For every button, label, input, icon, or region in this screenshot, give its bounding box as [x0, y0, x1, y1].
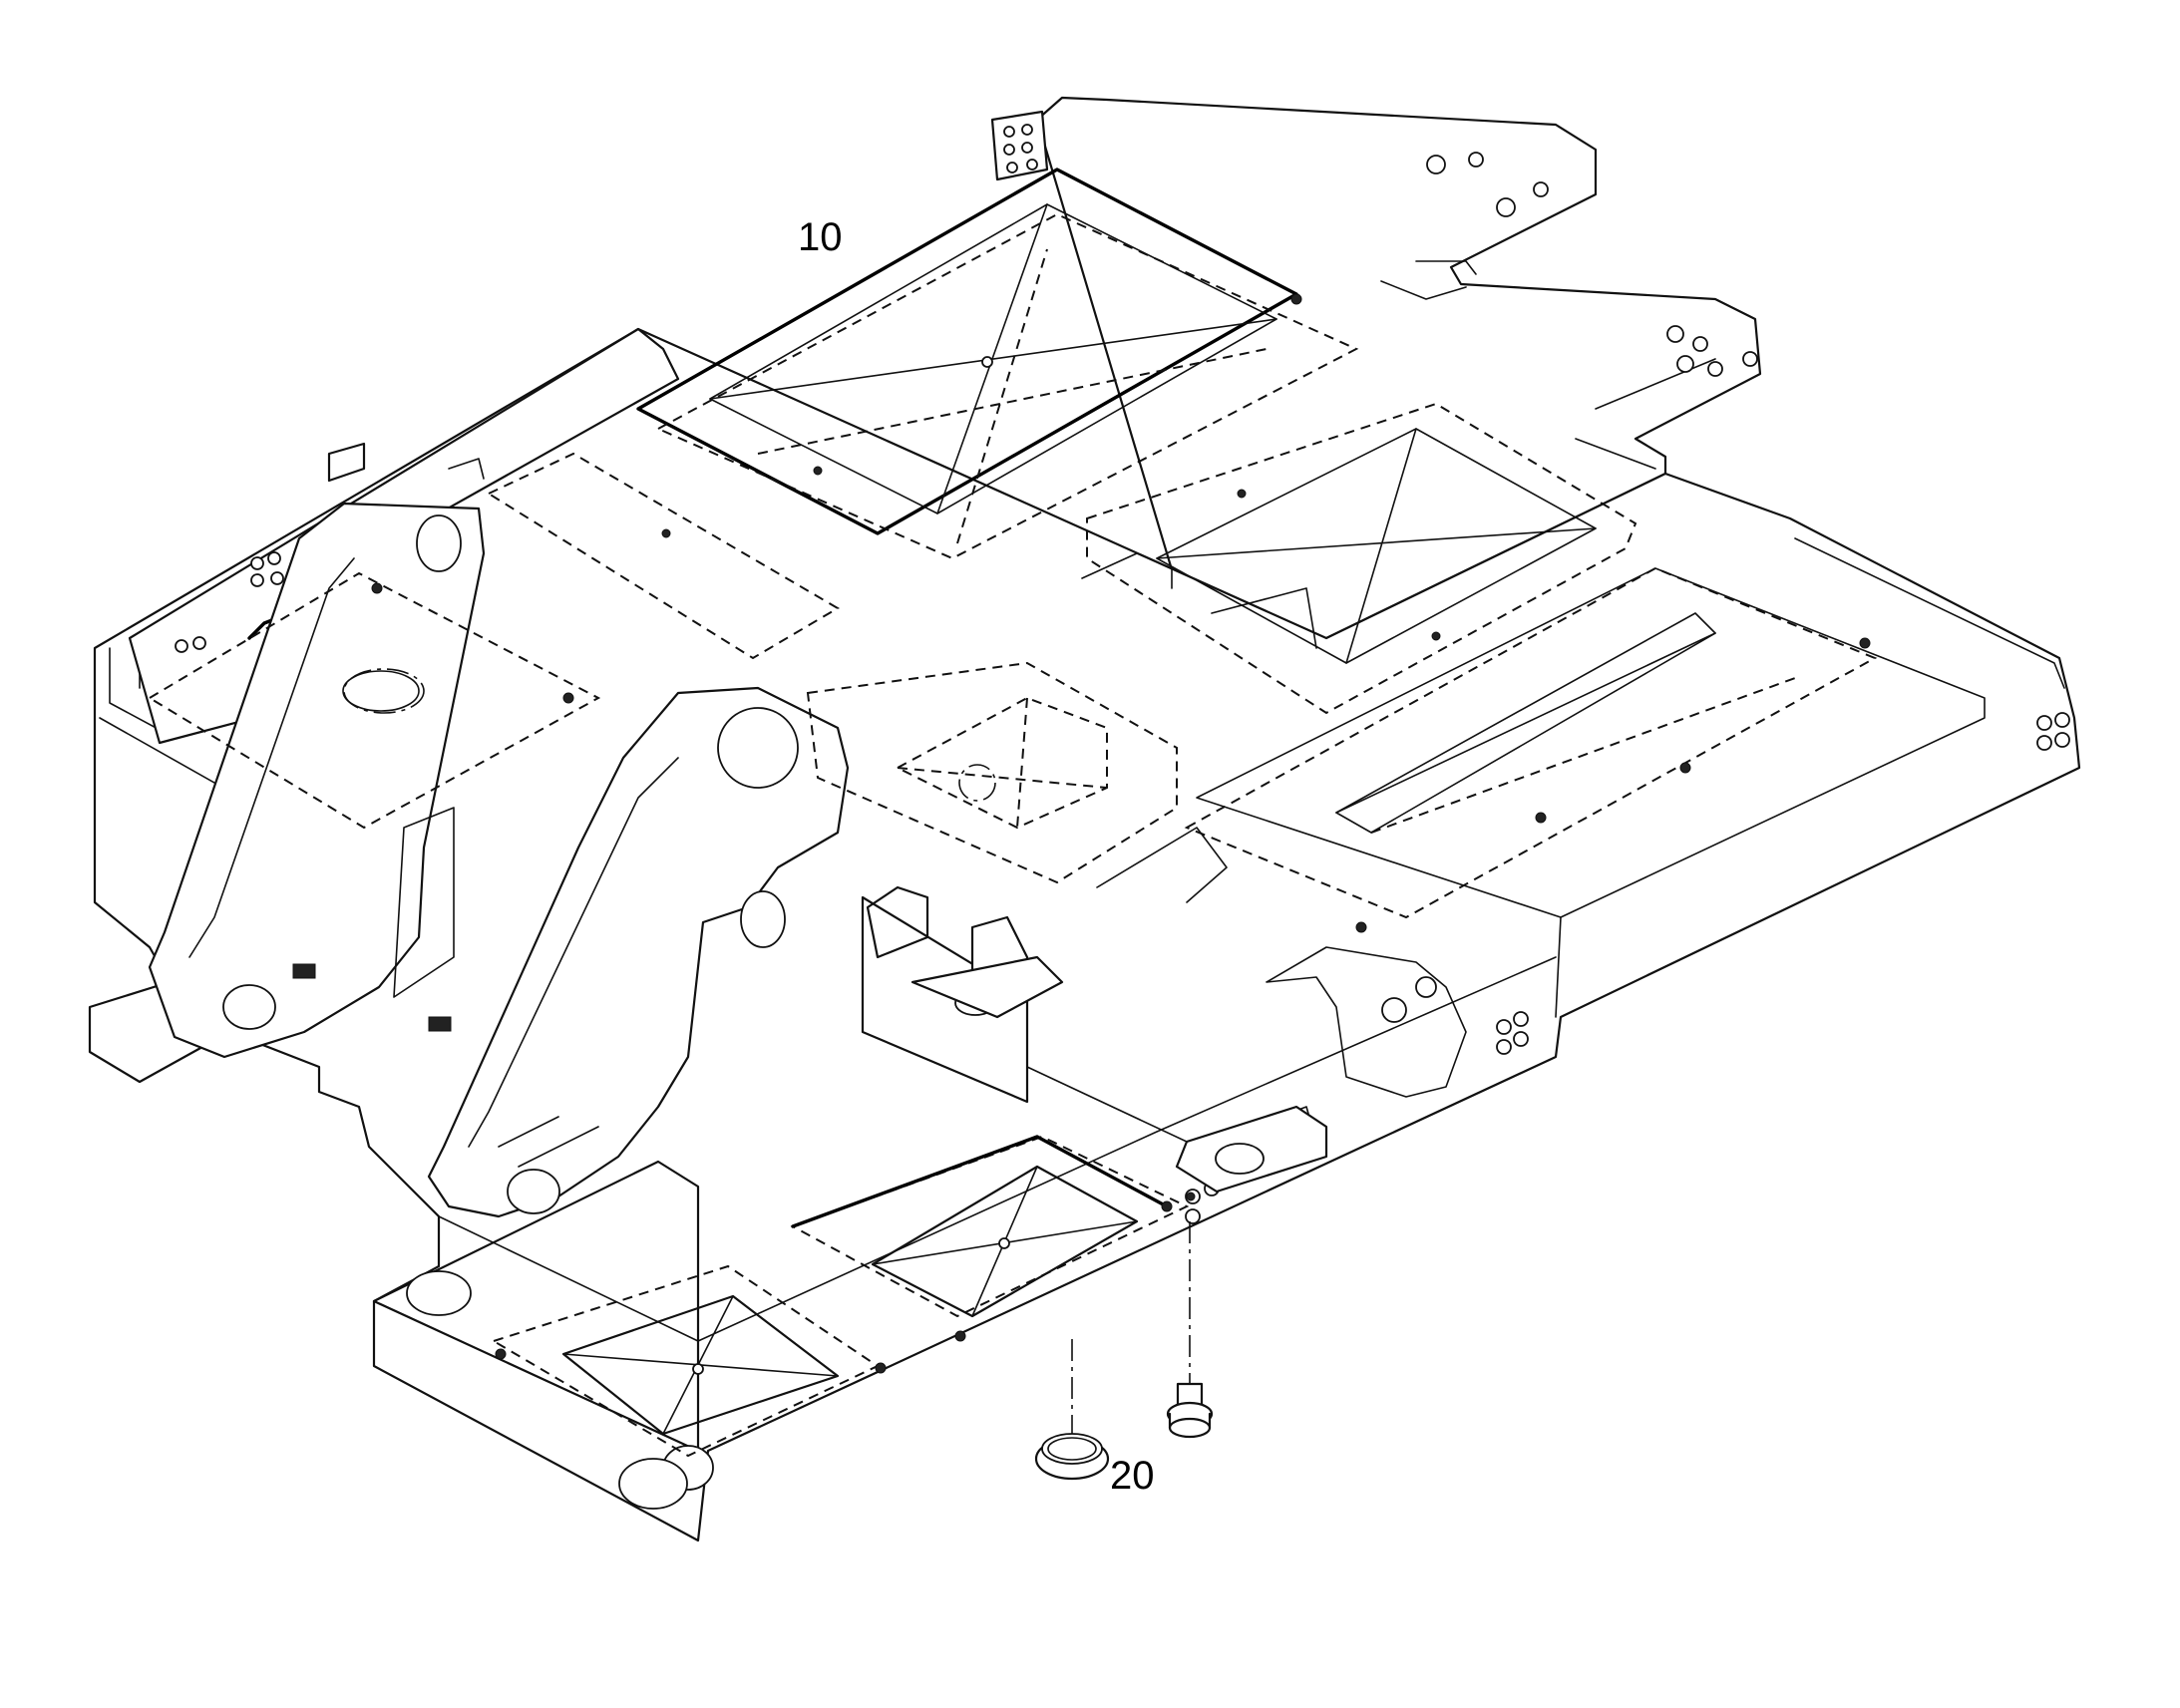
- bolt-20: [1166, 1382, 1214, 1439]
- explode-lines: [1071, 1221, 1191, 1441]
- hidden-cover-right-lower: [1184, 566, 1878, 919]
- fastener-marks: [371, 293, 1871, 1374]
- callout-label-10: 10: [798, 215, 843, 259]
- front-box: [372, 1160, 714, 1510]
- hidden-cover-center: [806, 661, 1178, 884]
- mid-structure: [861, 552, 1467, 1194]
- hidden-cover-upper-mid: [655, 212, 1359, 560]
- grommet-plug-20: [1034, 1433, 1110, 1481]
- callout-label-20: 20: [1110, 1454, 1155, 1498]
- boom-mount-left: [148, 442, 486, 1059]
- boom-mount-right: [292, 686, 850, 1218]
- front-access-cover-right: [791, 1135, 1169, 1318]
- hidden-cover-upper-left: [148, 452, 840, 830]
- hidden-cover-right-upper: [1086, 402, 1637, 715]
